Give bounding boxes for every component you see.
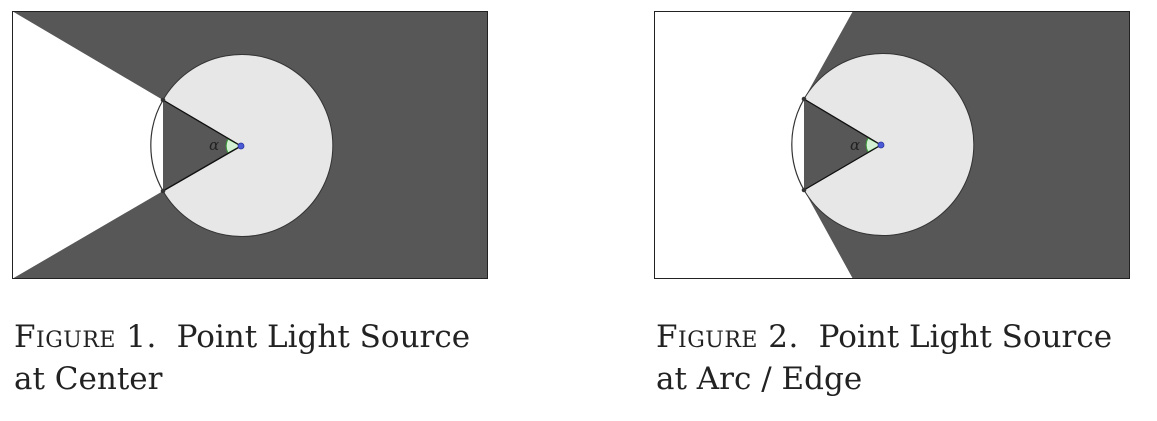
light-source-point [877, 141, 885, 149]
tangent-point-upper [160, 97, 166, 103]
figure-2-caption-line1: Point Light Source [818, 319, 1113, 355]
figure-2: α [654, 11, 1130, 279]
tangent-point-lower [801, 187, 807, 193]
figure-1-caption-prefix: Figure 1. [14, 319, 157, 355]
angle-label: α [209, 136, 219, 154]
occluder-disc [803, 53, 975, 236]
light-source-point [237, 142, 245, 150]
figure-2-caption-line2: at Arc / Edge [656, 361, 863, 397]
figure-1-caption-line2: at Center [14, 361, 163, 397]
tangent-point-upper [801, 96, 807, 102]
figure-2-caption-prefix: Figure 2. [656, 319, 799, 355]
figure-1-caption: Figure 1. Point Light Source at Center [14, 316, 470, 400]
figure-2-caption: Figure 2. Point Light Source at Arc / Ed… [656, 316, 1112, 400]
frame [12, 11, 488, 279]
figure-1-diagram: α [12, 11, 488, 279]
ray-lower [162, 145, 242, 192]
figure-1: α [12, 11, 488, 279]
occluder-disc [162, 54, 334, 237]
angle-label: α [850, 136, 860, 154]
lit-region [654, 11, 853, 279]
figure-2-diagram: α [654, 11, 1130, 279]
figure-1-caption-line1: Point Light Source [176, 319, 471, 355]
ray-upper [162, 99, 242, 147]
frame [654, 11, 1130, 279]
ray-lower [803, 144, 882, 191]
visible-arc [791, 98, 805, 191]
ray-upper [803, 98, 882, 146]
lit-region [12, 11, 163, 279]
tangent-point-lower [160, 188, 166, 194]
visible-arc [150, 99, 164, 192]
